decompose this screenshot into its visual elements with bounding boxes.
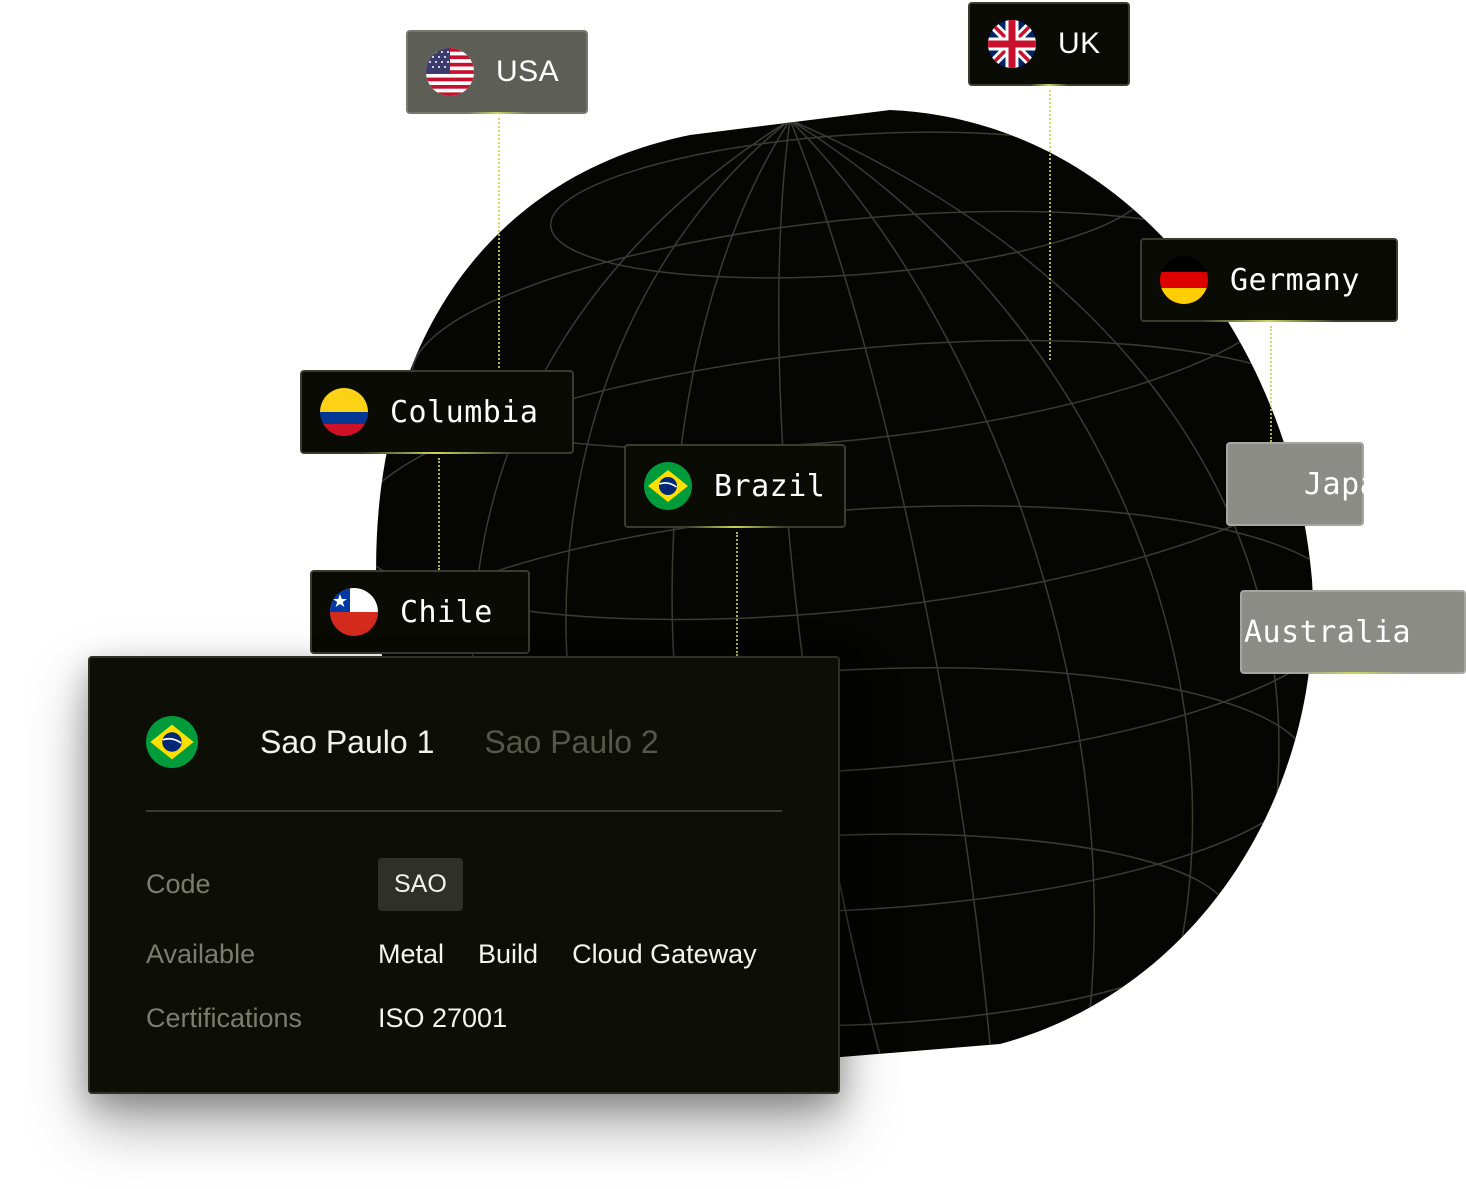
chile-flag-icon bbox=[330, 588, 378, 636]
tag-usa-label: USA bbox=[496, 55, 560, 88]
connector-brazil bbox=[736, 532, 738, 656]
colombia-flag-icon bbox=[320, 388, 368, 436]
brazil-flag-icon bbox=[146, 716, 198, 768]
available-metal: Metal bbox=[378, 938, 445, 969]
connector-uk bbox=[1049, 90, 1051, 360]
tag-australia-label: Australia bbox=[1244, 614, 1412, 650]
connector-usa bbox=[498, 118, 500, 368]
row-code: Code SAO bbox=[146, 857, 798, 911]
germany-flag-icon bbox=[1160, 256, 1208, 304]
tag-columbia-label: Columbia bbox=[390, 394, 539, 430]
available-cloud-gateway: Cloud Gateway bbox=[572, 938, 757, 969]
tag-chile[interactable]: Chile bbox=[310, 570, 530, 654]
code-badge: SAO bbox=[378, 857, 463, 911]
tab-sao-paulo-2[interactable]: Sao Paulo 2 bbox=[484, 723, 659, 760]
tag-japan[interactable]: Japan bbox=[1226, 442, 1396, 526]
usa-flag-icon bbox=[426, 48, 474, 96]
tag-uk-label: UK bbox=[1058, 27, 1101, 60]
card-header: Sao Paulo 1 Sao Paulo 2 bbox=[146, 714, 782, 770]
tag-japan-label: Japan bbox=[1304, 466, 1397, 502]
tag-germany[interactable]: Germany bbox=[1140, 238, 1398, 322]
tag-columbia[interactable]: Columbia bbox=[300, 370, 574, 454]
location-detail-card: Sao Paulo 1 Sao Paulo 2 Code SAO Availab… bbox=[88, 656, 840, 1094]
tag-usa[interactable]: USA bbox=[406, 30, 588, 114]
row-available: Available Metal Build Cloud Gateway bbox=[146, 928, 798, 980]
tag-uk[interactable]: UK bbox=[968, 2, 1130, 86]
uk-flag-icon bbox=[988, 20, 1036, 68]
available-build: Build bbox=[478, 938, 539, 969]
connector-germany bbox=[1270, 326, 1272, 442]
tag-brazil-label: Brazil bbox=[714, 468, 826, 504]
tab-sao-paulo-1[interactable]: Sao Paulo 1 bbox=[260, 723, 435, 760]
code-label: Code bbox=[146, 868, 211, 899]
certifications-value: ISO 27001 bbox=[378, 1002, 508, 1033]
row-certifications: Certifications ISO 27001 bbox=[146, 992, 798, 1044]
tag-australia[interactable]: Australia bbox=[1240, 590, 1466, 674]
brazil-flag-icon bbox=[644, 462, 692, 510]
tag-germany-label: Germany bbox=[1230, 262, 1360, 298]
connector-columbia bbox=[438, 458, 440, 570]
tag-brazil[interactable]: Brazil bbox=[624, 444, 846, 528]
tag-chile-label: Chile bbox=[400, 594, 493, 630]
available-label: Available bbox=[146, 938, 256, 969]
certifications-label: Certifications bbox=[146, 1002, 303, 1033]
card-divider bbox=[146, 810, 782, 812]
